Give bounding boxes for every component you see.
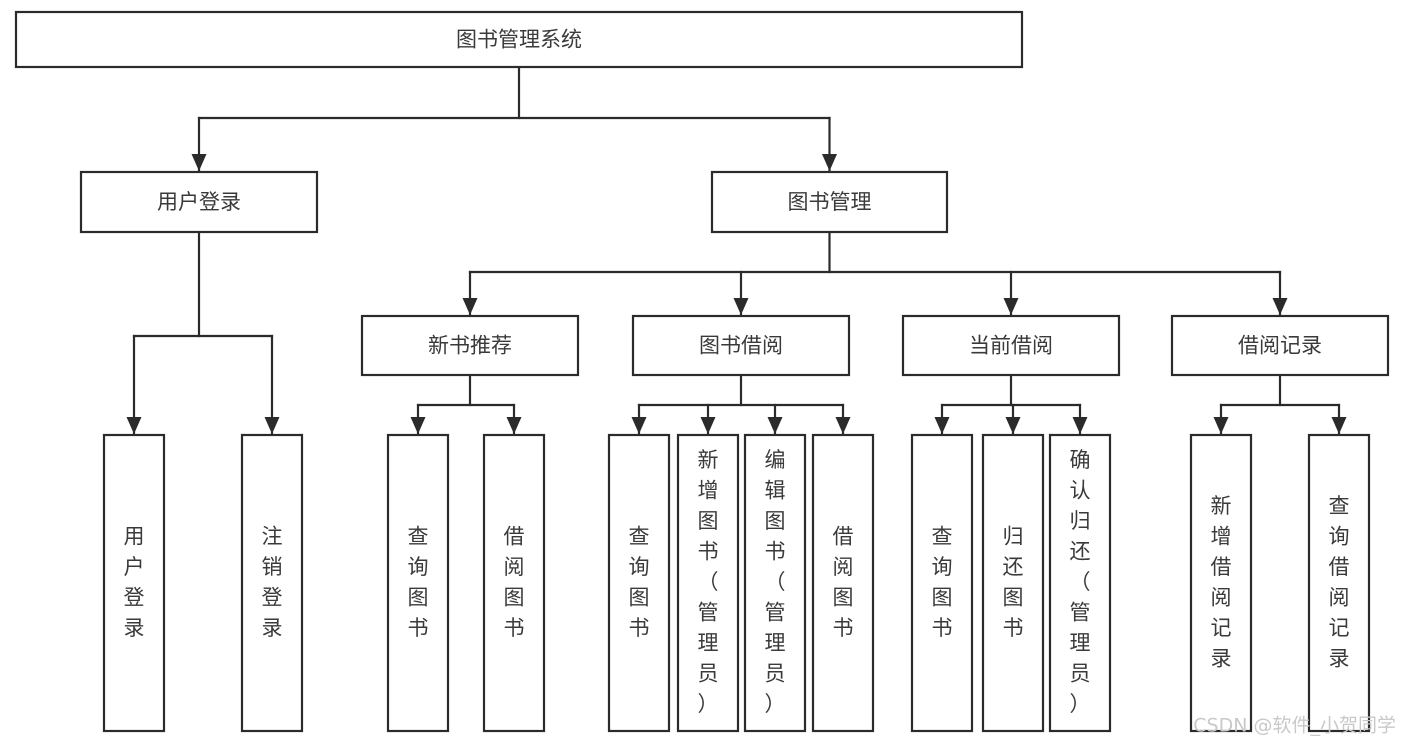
connector-group-user-login bbox=[126, 230, 280, 436]
node-box-root bbox=[14, 10, 1024, 69]
node-box-current-borrow bbox=[901, 314, 1121, 377]
node-book-borrow[interactable]: 图书借阅 bbox=[631, 314, 851, 377]
node-new-book-rec[interactable]: 新书推荐 bbox=[360, 314, 580, 377]
arrow-head-leaf-query-book-3 bbox=[934, 417, 950, 434]
arrow-head-leaf-add-book bbox=[700, 417, 716, 434]
node-layer: 图书管理系统用户登录图书管理新书推荐图书借阅当前借阅借阅记录用户登录注销登录查询… bbox=[14, 10, 1390, 733]
arrow-head-leaf-logout bbox=[264, 417, 280, 434]
node-root[interactable]: 图书管理系统 bbox=[14, 10, 1024, 69]
node-label-leaf-query-record: 查询借阅记录 bbox=[1329, 494, 1350, 671]
node-box-leaf-query-book-1 bbox=[386, 433, 450, 733]
node-box-leaf-query-book-3 bbox=[910, 433, 974, 733]
node-box-leaf-return-book bbox=[981, 433, 1045, 733]
arrow-head-leaf-query-book-1 bbox=[410, 417, 426, 434]
node-leaf-logout[interactable]: 注销登录 bbox=[240, 433, 304, 733]
node-box-leaf-edit-book bbox=[743, 433, 807, 733]
node-label-leaf-query-book-3: 查询图书 bbox=[932, 524, 953, 640]
node-leaf-add-book[interactable]: 新增图书（管理员） bbox=[676, 433, 740, 733]
arrow-head-leaf-return-book bbox=[1005, 417, 1021, 434]
arrow-head-borrow-record bbox=[1272, 298, 1288, 315]
node-label-user-login: 用户登录 bbox=[157, 190, 241, 214]
node-box-book-borrow bbox=[631, 314, 851, 377]
node-leaf-edit-book[interactable]: 编辑图书（管理员） bbox=[743, 433, 807, 733]
connector-group-new-book-rec bbox=[410, 373, 522, 436]
node-book-manage[interactable]: 图书管理 bbox=[710, 170, 949, 234]
node-label-leaf-logout: 注销登录 bbox=[262, 524, 283, 640]
node-label-leaf-edit-book: 编辑图书（管理员） bbox=[765, 448, 786, 716]
connector-group-current-borrow bbox=[934, 373, 1088, 436]
node-leaf-add-record[interactable]: 新增借阅记录 bbox=[1189, 433, 1253, 733]
node-box-leaf-borrow-book-2 bbox=[811, 433, 875, 733]
arrow-head-leaf-user-login bbox=[126, 417, 142, 434]
watermark-layer: CSDN @软件_小贺同学 bbox=[1193, 715, 1396, 737]
node-label-borrow-record: 借阅记录 bbox=[1238, 334, 1322, 358]
node-label-leaf-query-book-2: 查询图书 bbox=[629, 524, 650, 640]
node-leaf-query-book-3[interactable]: 查询图书 bbox=[910, 433, 974, 733]
node-box-leaf-query-book-2 bbox=[607, 433, 671, 733]
node-leaf-return-book[interactable]: 归还图书 bbox=[981, 433, 1045, 733]
node-label-book-manage: 图书管理 bbox=[788, 190, 872, 214]
arrow-head-leaf-edit-book bbox=[767, 417, 783, 434]
connector-group-borrow-record bbox=[1213, 373, 1347, 436]
node-label-current-borrow: 当前借阅 bbox=[969, 334, 1053, 358]
node-label-leaf-borrow-book-1: 借阅图书 bbox=[504, 524, 525, 640]
connector-group-book-manage bbox=[462, 230, 1288, 317]
arrow-head-leaf-confirm-return bbox=[1072, 417, 1088, 434]
node-box-leaf-confirm-return bbox=[1048, 433, 1112, 733]
node-box-user-login bbox=[79, 170, 319, 234]
arrow-head-current-borrow bbox=[1003, 298, 1019, 315]
node-current-borrow[interactable]: 当前借阅 bbox=[901, 314, 1121, 377]
node-label-leaf-query-book-1: 查询图书 bbox=[408, 524, 429, 640]
node-box-leaf-query-record bbox=[1307, 433, 1371, 733]
arrow-head-leaf-borrow-book-1 bbox=[506, 417, 522, 434]
node-leaf-query-book-2[interactable]: 查询图书 bbox=[607, 433, 671, 733]
arrow-head-leaf-add-record bbox=[1213, 417, 1229, 434]
arrow-head-new-book-rec bbox=[462, 298, 478, 315]
arrow-head-user-login bbox=[191, 154, 207, 171]
connector-group-root bbox=[191, 65, 837, 173]
connector-layer bbox=[126, 65, 1347, 436]
arrow-head-leaf-borrow-book-2 bbox=[835, 417, 851, 434]
node-leaf-confirm-return[interactable]: 确认归还（管理员） bbox=[1048, 433, 1112, 733]
node-leaf-query-record[interactable]: 查询借阅记录 bbox=[1307, 433, 1371, 733]
node-borrow-record[interactable]: 借阅记录 bbox=[1170, 314, 1390, 377]
node-leaf-user-login[interactable]: 用户登录 bbox=[102, 433, 166, 733]
node-leaf-query-book-1[interactable]: 查询图书 bbox=[386, 433, 450, 733]
node-box-leaf-add-record bbox=[1189, 433, 1253, 733]
node-leaf-borrow-book-1[interactable]: 借阅图书 bbox=[482, 433, 546, 733]
node-box-leaf-user-login bbox=[102, 433, 166, 733]
node-label-leaf-borrow-book-2: 借阅图书 bbox=[833, 524, 854, 640]
arrow-head-book-manage bbox=[822, 154, 837, 171]
node-box-borrow-record bbox=[1170, 314, 1390, 377]
node-label-root: 图书管理系统 bbox=[456, 28, 582, 52]
node-box-leaf-logout bbox=[240, 433, 304, 733]
connector-group-book-borrow bbox=[631, 373, 851, 436]
node-label-leaf-add-record: 新增借阅记录 bbox=[1211, 494, 1232, 671]
node-box-book-manage bbox=[710, 170, 949, 234]
node-label-leaf-add-book: 新增图书（管理员） bbox=[698, 448, 719, 716]
node-label-new-book-rec: 新书推荐 bbox=[428, 334, 512, 358]
node-label-book-borrow: 图书借阅 bbox=[699, 334, 783, 358]
node-box-leaf-add-book bbox=[676, 433, 740, 733]
node-label-leaf-return-book: 归还图书 bbox=[1003, 524, 1024, 640]
node-label-leaf-user-login: 用户登录 bbox=[124, 524, 145, 640]
node-leaf-borrow-book-2[interactable]: 借阅图书 bbox=[811, 433, 875, 733]
node-user-login[interactable]: 用户登录 bbox=[79, 170, 319, 234]
csdn-watermark: CSDN @软件_小贺同学 bbox=[1193, 715, 1396, 737]
node-label-leaf-confirm-return: 确认归还（管理员） bbox=[1070, 448, 1091, 716]
arrow-head-book-borrow bbox=[733, 298, 749, 315]
node-box-leaf-borrow-book-1 bbox=[482, 433, 546, 733]
node-box-new-book-rec bbox=[360, 314, 580, 377]
arrow-head-leaf-query-book-2 bbox=[631, 417, 647, 434]
arrow-head-leaf-query-record bbox=[1331, 417, 1347, 434]
